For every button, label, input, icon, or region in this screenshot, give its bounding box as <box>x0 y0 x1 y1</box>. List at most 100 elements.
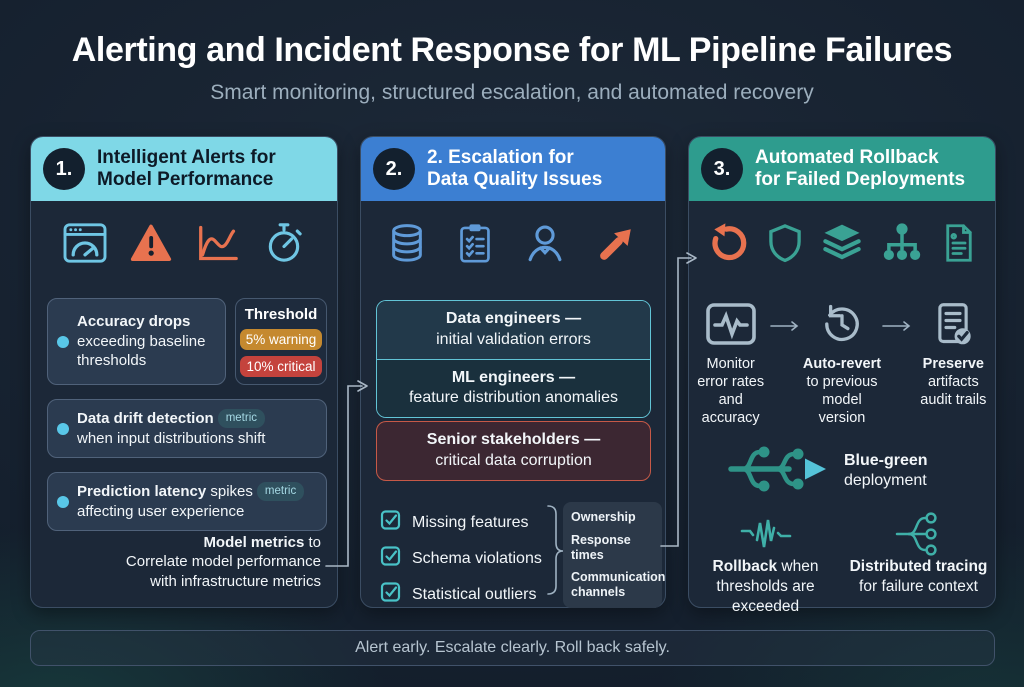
flow-step-preserve: Preserve artifacts audit trails <box>914 300 993 410</box>
metric-badge: metric <box>256 482 305 501</box>
sitemap-icon <box>881 221 923 270</box>
alert-latency-bold: Prediction latency <box>77 483 207 500</box>
monitor-pulse-icon <box>691 300 770 348</box>
panel-2-title-line2: Data Quality Issues <box>427 169 603 190</box>
flow-monitor-caption: Monitor error rates and accuracy <box>691 356 770 428</box>
panel-escalation: 2. 2. Escalation for Data Quality Issues <box>360 136 666 608</box>
note-line1: Model metrics to <box>126 533 321 553</box>
panel-1-title-line2: Model Performance <box>97 169 274 190</box>
step-1-number-badge: 1. <box>43 148 85 190</box>
panel-automated-rollback: 3. Automated Rollback for Failed Deploym… <box>688 136 996 615</box>
alert-drift-rest: when input distributions shift <box>77 429 266 447</box>
flow-monitor-line3: and accuracy <box>701 391 760 426</box>
data-quality-checklist: Missing features Schema violations Stati… <box>380 509 542 617</box>
checkbox-icon <box>380 509 402 536</box>
panel-intelligent-alerts: 1. Intelligent Alerts for Model Performa… <box>30 136 338 608</box>
threshold-label: Threshold <box>244 306 318 323</box>
panel-2-icon-row <box>361 201 665 270</box>
flow-step-monitor: Monitor error rates and accuracy <box>691 300 770 428</box>
checklist-label: Missing features <box>412 513 529 531</box>
alert-latency-mid: spikes <box>206 483 253 500</box>
footer-text: Alert early. Escalate clearly. Roll back… <box>355 639 670 656</box>
bullet-icon <box>57 495 69 508</box>
blue-green-line2: deployment <box>844 472 927 490</box>
page-subtitle: Smart monitoring, structured escalation,… <box>210 81 814 104</box>
flow-auto-revert-caption: Auto-revert to previous model version <box>802 356 881 428</box>
layers-icon <box>821 221 863 270</box>
checklist-label: Schema violations <box>412 549 542 567</box>
warning-icon <box>130 223 172 268</box>
warning-threshold-badge: 5% warning <box>240 329 322 350</box>
tier-ml-engineers: ML engineers — feature distribution anom… <box>377 358 650 418</box>
blue-green-line1: Blue-green <box>844 451 928 471</box>
branch-merge-icon <box>727 441 831 502</box>
checklist-item-missing-features: Missing features <box>380 509 542 536</box>
panel-3-title-line2: for Failed Deployments <box>755 169 966 190</box>
panel-1-icon-row <box>31 201 337 270</box>
side-box-response-times: Response times <box>571 532 631 562</box>
flow-auto-revert-line3: model version <box>818 391 866 426</box>
checkbox-icon <box>380 581 402 608</box>
tier-1-desc: initial validation errors <box>436 330 591 348</box>
escalation-tiers: Data engineers — initial validation erro… <box>376 300 651 481</box>
stopwatch-icon <box>263 221 305 270</box>
panel-1-title-line1: Intelligent Alerts for <box>97 147 276 169</box>
alert-accuracy-bold: Accuracy drops <box>77 313 191 331</box>
history-clock-icon <box>802 300 881 348</box>
document-icon <box>941 221 977 270</box>
line-chart-icon <box>196 223 240 268</box>
tier-3-role: Senior stakeholders — <box>426 431 601 449</box>
tier-2-desc: feature distribution anomalies <box>408 389 618 407</box>
blue-green-row: Blue-green deployment <box>727 441 995 502</box>
panel-3-icon-row <box>689 201 995 270</box>
step-3-number-badge: 3. <box>701 148 743 190</box>
checklist-item-schema-violations: Schema violations <box>380 545 542 572</box>
escalation-attributes-box: Ownership Response times Communication c… <box>563 502 665 608</box>
flow-auto-revert-bold: Auto-revert <box>802 356 882 372</box>
rollback-threshold-block: Rollback when thresholds are exceeded <box>689 511 842 616</box>
panel-3-title-line1: Automated Rollback <box>755 147 939 169</box>
flow-preserve-line1: Preserve <box>914 356 993 374</box>
tier-group-cyan: Data engineers — initial validation erro… <box>376 300 651 419</box>
document-check-icon <box>914 300 993 348</box>
tracing-line1: Distributed tracing <box>842 557 995 577</box>
tier-3-desc: critical data corruption <box>435 451 592 469</box>
tier-data-engineers: Data engineers — initial validation erro… <box>377 301 650 359</box>
flow-step-auto-revert: Auto-revert to previous model version <box>802 300 881 428</box>
checklist-label: Statistical outliers <box>412 585 537 603</box>
alert-drift-bold: Data drift detection <box>77 410 214 427</box>
flow-monitor-line1: Monitor <box>706 356 755 372</box>
footer-banner: Alert early. Escalate clearly. Roll back… <box>30 630 995 666</box>
panel-2-title-line1: 2. Escalation for <box>427 147 574 169</box>
clipboard-checklist-icon <box>456 221 494 270</box>
shield-icon <box>767 221 803 270</box>
panel-1-header: 1. Intelligent Alerts for Model Performa… <box>31 137 337 201</box>
step-2-number-badge: 2. <box>373 148 415 190</box>
note-line2: Correlate model performance <box>125 553 321 570</box>
database-icon <box>387 221 427 270</box>
tier-2-role: ML engineers — <box>451 368 576 386</box>
rollback-bold: Rollback <box>712 557 778 575</box>
flow-auto-revert-line2: to previous <box>806 373 878 390</box>
tracing-text: Distributed tracing for failure context <box>842 557 995 597</box>
panel-3-header: 3. Automated Rollback for Failed Deploym… <box>689 137 995 201</box>
checkbox-icon <box>380 545 402 572</box>
tier-1-role: Data engineers — <box>445 310 582 327</box>
rollback-flow: Monitor error rates and accuracy Auto-re… <box>689 300 995 428</box>
alert-accuracy-row: Accuracy drops exceeding baseline thresh… <box>47 298 327 385</box>
page-title: Alerting and Incident Response for ML Pi… <box>71 31 953 69</box>
distributed-tracing-block: Distributed tracing for failure context <box>842 511 995 616</box>
blue-green-bold: Blue-green <box>844 451 928 469</box>
note-bold: Model metrics <box>203 533 305 551</box>
person-icon <box>524 221 566 270</box>
rollback-line3: exceeded <box>731 597 800 615</box>
side-box-ownership: Ownership <box>571 510 636 524</box>
flow-monitor-line2: error rates <box>697 373 765 390</box>
rollback-rest: when <box>777 557 819 575</box>
rotate-ccw-icon <box>707 221 749 270</box>
